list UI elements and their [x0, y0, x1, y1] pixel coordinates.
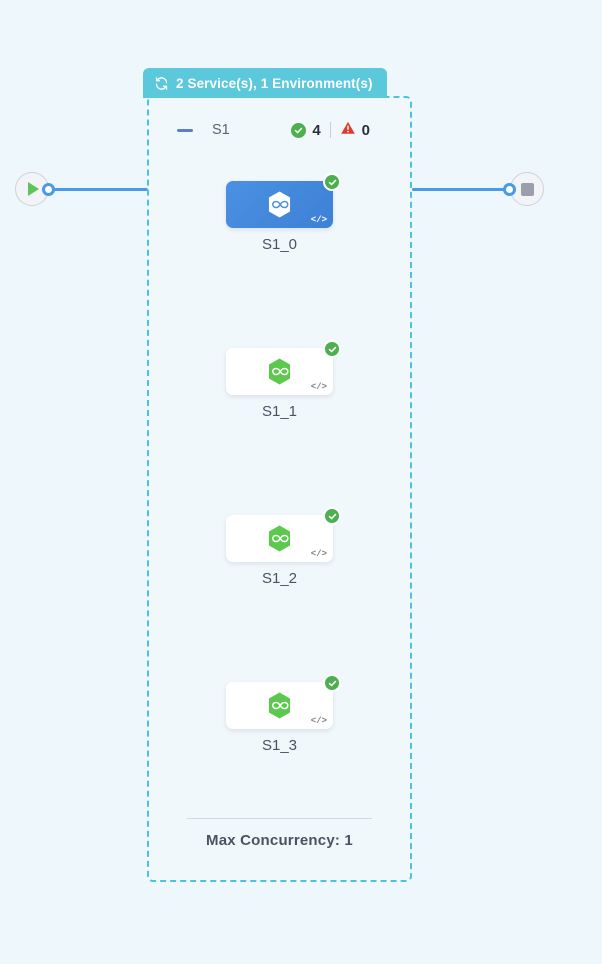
infinity-hexagon-icon	[268, 525, 291, 552]
check-badge-icon	[323, 674, 341, 692]
stop-icon	[520, 182, 534, 196]
end-node-input-port[interactable]	[503, 183, 516, 196]
minus-icon[interactable]	[177, 128, 193, 132]
code-icon[interactable]: </>	[310, 382, 327, 392]
check-badge-icon	[323, 173, 341, 191]
start-node-output-port[interactable]	[42, 183, 55, 196]
status-badge-warning: 0	[340, 120, 370, 140]
service-header-row: S1 4 0	[147, 116, 412, 144]
play-icon	[28, 182, 39, 196]
infinity-hexagon-icon	[268, 692, 291, 719]
code-icon[interactable]: </>	[310, 215, 327, 225]
service-name-label: S1	[212, 122, 230, 138]
group-header-label: 2 Service(s), 1 Environment(s)	[176, 75, 373, 91]
code-icon[interactable]: </>	[310, 549, 327, 559]
node-card[interactable]: </>	[226, 507, 341, 562]
node-s1-2[interactable]: </> S1_2	[226, 507, 341, 587]
infinity-hexagon-icon	[268, 358, 291, 385]
status-badge-success: 4	[291, 121, 321, 139]
edge-group-to-end	[412, 188, 512, 191]
node-s1-3[interactable]: </> S1_3	[226, 674, 341, 754]
warning-triangle-icon	[340, 120, 356, 140]
node-label: S1_2	[261, 570, 298, 587]
node-label: S1_3	[261, 737, 298, 754]
node-s1-1[interactable]: </> S1_1	[226, 340, 341, 420]
success-count: 4	[312, 121, 321, 139]
node-card[interactable]: </>	[226, 674, 341, 729]
node-label: S1_0	[261, 236, 298, 253]
status-divider	[329, 122, 331, 138]
check-badge-icon	[323, 507, 341, 525]
node-label: S1_1	[261, 403, 298, 420]
group-header-tab[interactable]: 2 Service(s), 1 Environment(s)	[143, 68, 387, 98]
node-s1-0[interactable]: </> S1_0	[226, 173, 341, 253]
check-badge-icon	[323, 340, 341, 358]
edge-start-to-group	[48, 188, 148, 191]
node-card[interactable]: </>	[226, 340, 341, 395]
node-card[interactable]: </>	[226, 173, 341, 228]
warning-count: 0	[361, 121, 370, 139]
infinity-hexagon-icon	[268, 191, 291, 218]
loop-icon	[154, 76, 169, 91]
check-circle-icon	[291, 122, 307, 138]
max-concurrency-label: Max Concurrency: 1	[206, 832, 353, 849]
code-icon[interactable]: </>	[310, 716, 327, 726]
footer-divider	[187, 818, 372, 819]
service-status-counts: 4 0	[291, 120, 370, 140]
